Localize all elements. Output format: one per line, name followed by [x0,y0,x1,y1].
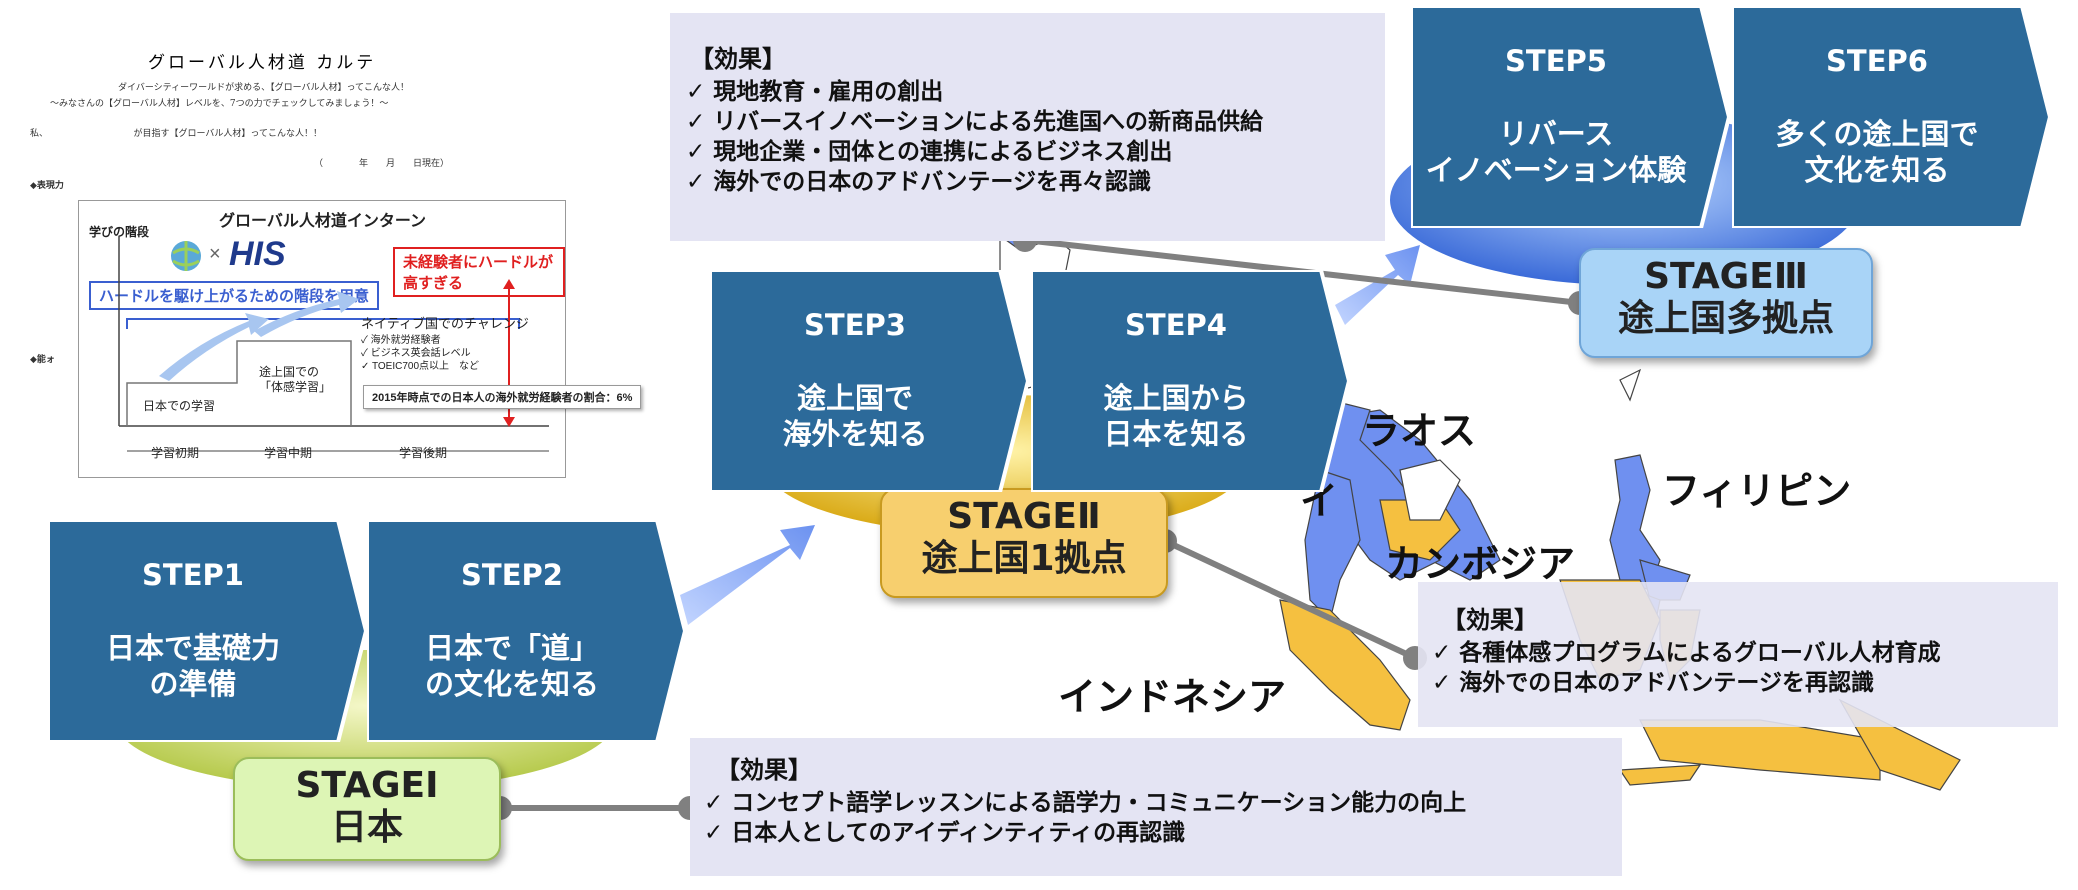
stage2-sub: 途上国1拠点 [921,538,1127,579]
step4-text: 途上国から 日本を知る [1103,381,1249,451]
phase-early: 学習初期 [151,446,200,460]
step2-shape [367,520,685,742]
karte-line4: （ 年 月 日現在） [314,159,450,169]
stage-japan-label: 日本での学習 [143,399,216,413]
stage2-label: STAGEⅡ 途上国1拠点 [880,488,1168,598]
arrow-stage1-to-stage2 [680,525,815,625]
step5-shape [1411,6,1729,228]
stage1-label: STAGEⅠ 日本 [233,757,501,861]
step3-text: 途上国で 海外を知る [782,381,928,451]
stage1-sub: 日本 [330,807,403,848]
effect1-head: 【効果】 [716,756,812,784]
step4-shape [1031,270,1349,492]
step4-label: STEP4 [1125,308,1227,342]
native-item-2: ✓ ビジネス英会話レベル [361,348,471,359]
phase-late: 学習後期 [399,446,448,460]
effect3-item-3: ✓ 現地企業・団体との連携によるビジネス創出 [686,139,1173,165]
step1-chevron: STEP1 日本で基礎力 の準備 [48,520,366,742]
native-title: ネイティブ国でのチャレンジ [361,316,529,331]
stage3-title: STAGEⅢ [1644,256,1808,297]
country-philippines: フィリピン [1662,469,1852,513]
karte-section1: ◆表現力 [30,181,64,191]
step2-label: STEP2 [461,558,563,592]
step6-text: 多くの途上国で 文化を知る [1775,117,1979,187]
effect2-head: 【効果】 [1442,606,1538,634]
country-cambodia: カンボジア [1385,542,1576,586]
step6-label: STEP6 [1826,44,1928,78]
stage-local-label: 途上国での 「体感学習」 [259,365,332,394]
effect1-item-2: ✓ 日本人としてのアイディンティティの再認識 [704,820,1186,846]
effect3-item-4: ✓ 海外での日本のアドバンテージを再々認識 [686,169,1151,195]
inset-times: × [209,243,221,265]
karte-line1: ダイバーシティーワールドが求める、【グローバル人材】ってこんな人！ [118,83,410,93]
inset-y-label: 学びの階段 [89,225,150,239]
step2-text: 日本で「道」 の文化を知る [424,631,599,701]
karte-line2: ～みなさんの【グローバル人材】レベルを、7つの力でチェックしてみましょう！～ [50,99,389,109]
step2-chevron: STEP2 日本で「道」 の文化を知る [367,520,685,742]
step6-chevron: STEP6 多くの途上国で 文化を知る [1732,6,2050,228]
ladder-label: ハードルを駆け上がるための階段を用意 [89,281,380,310]
step5-text: リバース イノベーション体験 [1425,117,1687,187]
karte-section2: ◆能ォ [30,355,55,365]
stage3-sub: 途上国多拠点 [1617,298,1834,339]
stairs-graphic [118,236,549,452]
effect3-item-1: ✓ 現地教育・雇用の創出 [686,79,944,105]
effect-box-stage3: 【効果】 ✓ 現地教育・雇用の創出 ✓ リバースイノベーションによる先進国への新… [670,13,1385,241]
native-item-1: ✓ 海外就労経験者 [361,335,441,346]
step3-shape [710,270,1028,492]
effect3-head: 【効果】 [690,45,786,73]
phase-mid: 学習中期 [264,446,313,460]
step3-chevron: STEP3 途上国で 海外を知る [710,270,1028,492]
effect-box-stage2: 【効果】 ✓ 各種体感プログラムによるグローバル人材育成 ✓ 海外での日本のアド… [1418,582,2058,727]
country-indonesia: インドネシア [1058,675,1287,719]
effect2-item-1: ✓ 各種体感プログラムによるグローバル人材育成 [1432,640,1941,666]
his-logo: HIS [229,235,286,273]
step1-shape [48,520,366,742]
internship-diagram: グローバル人材道インターン 学びの階段 × HIS 未経験者にハードルが高すぎる… [78,200,642,478]
native-item-3: ✓ TOEIC700点以上 など [361,361,480,372]
stage2-title: STAGEⅡ [947,496,1101,537]
stage1-title: STAGEⅠ [295,765,439,806]
step6-shape [1732,6,2050,228]
globe-icon [171,241,201,271]
step1-text: 日本で基礎力 の準備 [105,631,280,701]
step4-chevron: STEP4 途上国から 日本を知る [1031,270,1349,492]
country-laos: ラオス [1362,409,1477,453]
stage3-label: STAGEⅢ 途上国多拠点 [1579,248,1873,358]
step1-label: STEP1 [142,558,244,592]
step3-label: STEP3 [804,308,906,342]
karte-title: グローバル人材道 カルテ [148,53,377,73]
inset-title: グローバル人材道インターン [219,213,427,230]
karte-line3: 私、 が目指す【グローバル人材】ってこんな人！！ [30,129,322,139]
effect3-item-2: ✓ リバースイノベーションによる先進国への新商品供給 [686,109,1263,135]
effect-box-stage1: 【効果】 ✓ コンセプト語学レッスンによる語学力・コミュニケーション能力の向上 … [690,738,1622,876]
effect2-item-2: ✓ 海外での日本のアドバンテージを再認識 [1432,670,1874,696]
effect1-item-1: ✓ コンセプト語学レッスンによる語学力・コミュニケーション能力の向上 [704,790,1467,816]
arrow-stage2-to-stage3 [1335,245,1420,325]
stat-label: 2015年時点での日本人の海外就労経験者の割合：6% [363,385,642,409]
step5-label: STEP5 [1505,44,1607,78]
step5-chevron: STEP5 リバース イノベーション体験 [1411,6,1729,228]
hurdle-label: 未経験者にハードルが高すぎる [393,247,565,297]
